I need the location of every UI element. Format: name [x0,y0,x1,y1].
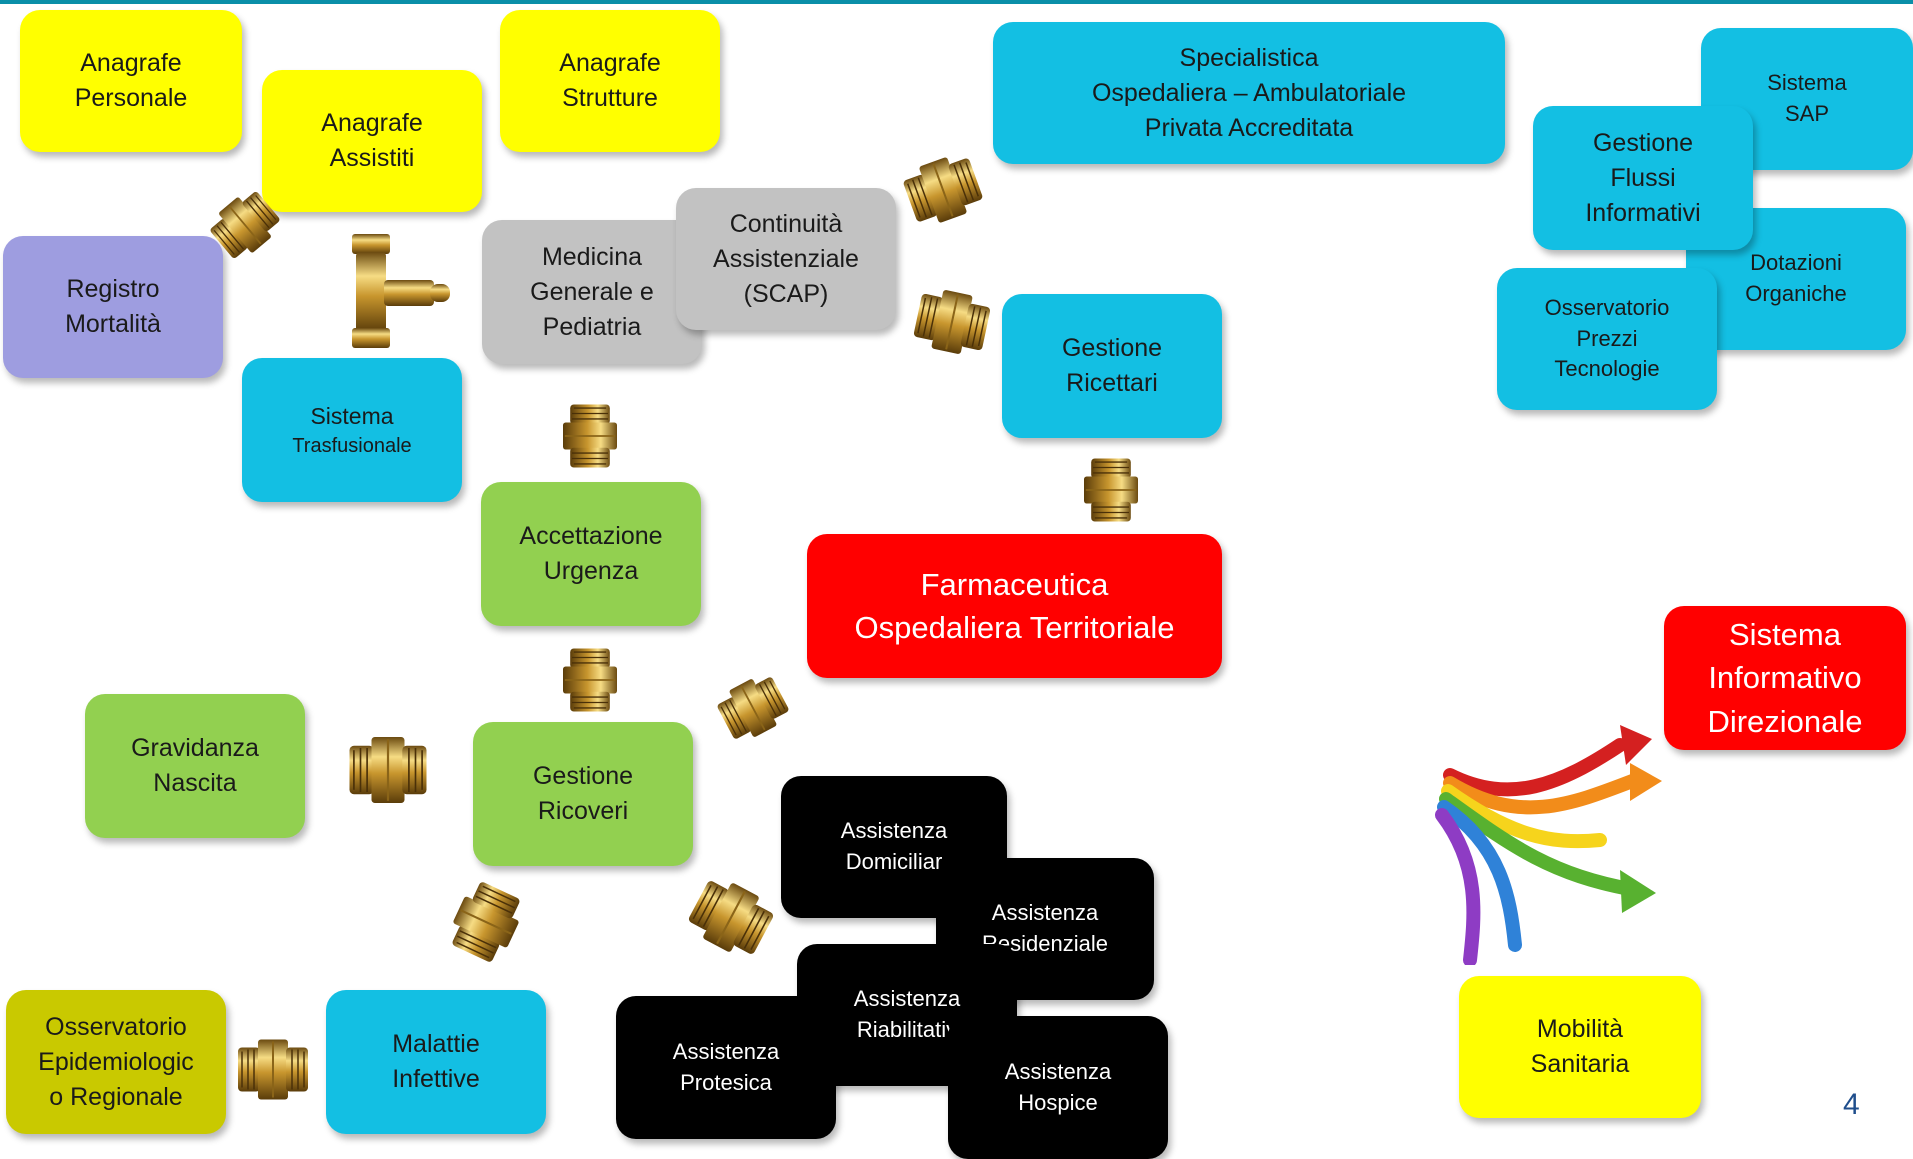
page-number: 4 [1843,1088,1860,1121]
brass-fitting-icon [682,871,780,964]
brass-fitting-icon [712,668,794,748]
box-dotazioni-organiche: Dotazioni Organiche [1686,208,1906,350]
box-medicina-generale: Medicina Generale e Pediatria [482,220,702,364]
box-assistenza-protesica: Assistenza Protesica [616,996,836,1139]
brass-fitting-icon [912,286,992,358]
box-gestione-flussi: Gestione Flussi Informativi [1533,106,1753,250]
sistema-trasfusionale-title: Sistema [310,402,394,429]
brass-fitting-icon [348,735,428,805]
box-osservatorio-prezzi: Osservatorio Prezzi Tecnologie [1497,268,1717,410]
brass-fitting-icon [903,154,983,226]
box-anagrafe-personale: Anagrafe Personale [20,10,242,152]
box-assistenza-domiciliare: Assistenza Domiciliar [781,776,1007,918]
box-malattie-infettive: Malattie Infettive [326,990,546,1134]
box-anagrafe-strutture: Anagrafe Strutture [500,10,720,152]
box-farmaceutica: Farmaceutica Ospedaliera Territoriale [807,534,1222,678]
box-sistema-informativo: Sistema Informativo Direzionale [1664,606,1906,750]
box-sistema-trasfusionale: Sistema Trasfusionale [242,358,462,502]
box-registro-mortalita: Registro Mortalità [3,236,223,378]
box-specialistica: Specialistica Ospedaliera – Ambulatorial… [993,22,1505,164]
box-assistenza-residenziale: Assistenza Residenziale [936,858,1154,1000]
brass-fitting-icon [210,190,280,260]
box-gestione-ricoveri: Gestione Ricoveri [473,722,693,866]
box-assistenza-hospice: Assistenza Hospice [948,1016,1168,1159]
brass-fitting-icon [562,403,618,469]
box-continuita-assistenziale: Continuità Assistenziale (SCAP) [676,188,896,330]
header-rule [0,0,1913,4]
box-gravidanza-nascita: Gravidanza Nascita [85,694,305,838]
box-gestione-ricettari: Gestione Ricettari [1002,294,1222,438]
box-osservatorio-epidemiologico: Osservatorio Epidemiologic o Regionale [6,990,226,1134]
brass-tee-fitting-icon [352,234,450,348]
box-accettazione-urgenza: Accettazione Urgenza [481,482,701,626]
colored-arrows-logo-icon [1435,725,1662,965]
box-anagrafe-assistiti: Anagrafe Assistiti [262,70,482,212]
box-mobilita-sanitaria: Mobilità Sanitaria [1459,976,1701,1118]
sistema-trasfusionale-sub: Trasfusionale [292,435,412,458]
brass-fitting-icon [1083,457,1139,523]
brass-fitting-icon [446,882,526,962]
brass-fitting-icon [237,1038,309,1101]
brass-fitting-icon [562,647,618,713]
